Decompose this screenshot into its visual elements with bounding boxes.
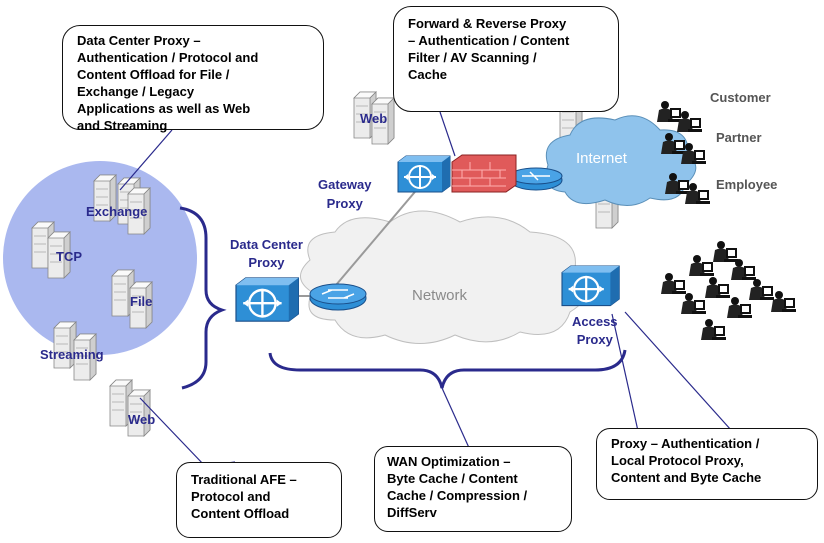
callout-forward-reverse-text: Forward & Reverse Proxy – Authentication… [408,16,570,82]
label-gateway-proxy: Gateway Proxy [318,177,372,211]
web-server-icon [109,379,151,437]
callout-wan-optimization: WAN Optimization – Byte Cache / Content … [374,446,572,532]
callout-forward-reverse: Forward & Reverse Proxy – Authentication… [393,6,619,112]
gateway-link [324,179,426,299]
afe-callout-pointer [139,397,236,467]
datacenter-brace [179,206,227,390]
access-proxy-icon [560,264,621,307]
label-access-proxy: Access Proxy [572,314,618,347]
datacenter-proxy-icon [234,276,300,323]
callout-traditional-afe-text: Traditional AFE – Protocol and Content O… [191,472,297,521]
callout-access-proxy: Proxy – Authentication / Local Protocol … [596,428,818,500]
callout-data-center: Data Center Proxy – Authentication / Pro… [62,25,324,133]
internet-cloud [545,115,697,206]
label-internet: Internet [576,150,627,167]
callout-traditional-afe: Traditional AFE – Protocol and Content O… [176,462,342,538]
employee-crowd-icon [661,241,796,340]
internet-router-icon [509,167,563,191]
label-web-dc: Web [128,412,156,427]
label-streaming: Streaming [40,347,104,362]
firewall-icon [451,154,517,193]
dc-router-icon [309,283,367,311]
label-datacenter-proxy: Data Center Proxy [230,237,303,270]
label-tcp: TCP [56,249,82,264]
label-exchange: Exchange [86,204,148,219]
access-callout-pointer-2 [624,311,741,441]
label-employee: Employee [716,177,778,192]
callout-wan-optimization-text: WAN Optimization – Byte Cache / Content … [387,454,528,520]
wan-brace [268,349,627,389]
label-file: File [130,294,153,309]
wan-callout-pointer [441,387,471,451]
gateway-proxy-icon [397,155,451,193]
dc-callout-pointer [119,129,173,191]
fr-callout-pointer [439,111,456,157]
label-network: Network [412,287,468,304]
callout-data-center-text: Data Center Proxy – Authentication / Pro… [77,33,259,133]
callout-access-proxy-text: Proxy – Authentication / Local Protocol … [611,436,762,485]
customer-person-icon [657,101,702,132]
label-partner: Partner [716,130,762,145]
label-customer: Customer [710,90,771,105]
label-web-gateway: Web [360,111,388,126]
